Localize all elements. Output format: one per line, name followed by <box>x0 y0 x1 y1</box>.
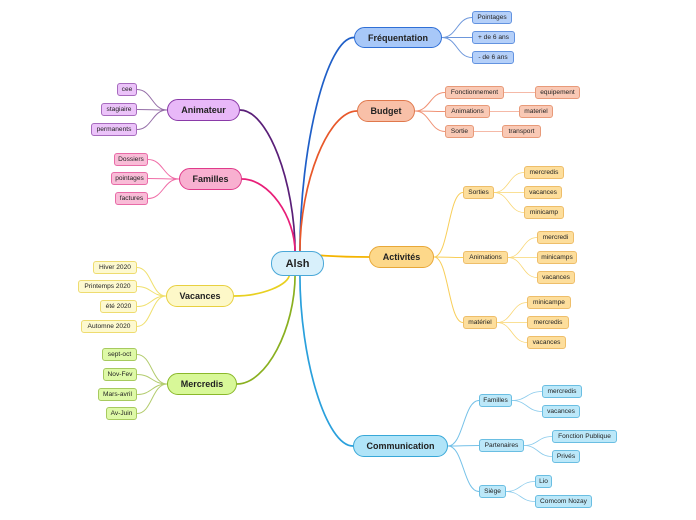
familles-item-dossiers[interactable]: Dossiers <box>114 153 148 166</box>
connector-activites-1 <box>433 256 464 258</box>
vacances-item-printemps-2020[interactable]: Printemps 2020 <box>78 280 137 293</box>
activites-sorties-item-mercredis[interactable]: mercredis <box>524 166 564 179</box>
connector-root-vacances <box>233 273 291 297</box>
communication-partenaires-item-prives[interactable]: Privés <box>552 450 580 463</box>
activites-materiel-item-minicampe[interactable]: minicampe <box>527 296 571 309</box>
activites-sorties-item-minicamp[interactable]: minicamp <box>524 206 564 219</box>
communication-siege-item-lio[interactable]: Lio <box>535 475 552 488</box>
vacances-item-ete-2020[interactable]: été 2020 <box>100 300 137 313</box>
animateur-item-permanents[interactable]: permanents <box>91 123 137 136</box>
animateur-item-stagiaire[interactable]: stagiaire <box>101 103 137 116</box>
budget-animations-item-materiel[interactable]: materiel <box>519 105 553 118</box>
branch-mercredis[interactable]: Mercredis <box>167 373 237 395</box>
connector-animateur-0 <box>136 89 168 111</box>
connector-root-frequentation <box>299 36 355 254</box>
connector-animateur-1 <box>136 109 168 111</box>
connector-mercredis-0 <box>136 354 168 385</box>
connector-budget-0 <box>414 92 446 112</box>
connector-activites-0 <box>433 192 464 258</box>
animateur-item-cee[interactable]: cee <box>117 83 137 96</box>
communication-familles-item-vacances[interactable]: vacances <box>542 405 580 418</box>
connector-communication-2-1 <box>505 491 536 502</box>
budget-fonctionnement-item-equipement[interactable]: equipement <box>535 86 580 99</box>
familles-item-factures[interactable]: factures <box>115 192 148 205</box>
vacances-item-automne-2020[interactable]: Automne 2020 <box>81 320 137 333</box>
activites-animations-item-minicamps[interactable]: minicamps <box>537 251 577 264</box>
branch-frequentation[interactable]: Fréquentation <box>354 27 442 48</box>
connector-familles-2 <box>147 178 180 199</box>
branch-activites[interactable]: Activités <box>369 246 434 268</box>
branch-vacances[interactable]: Vacances <box>166 285 234 307</box>
budget-item-animations[interactable]: Animations <box>445 105 490 118</box>
activites-materiel-item-mercredis[interactable]: mercredis <box>527 316 569 329</box>
connector-root-communication <box>299 273 354 447</box>
connector-root-familles <box>241 178 296 254</box>
budget-item-sortie[interactable]: Sortie <box>445 125 474 138</box>
connector-communication-1-0 <box>523 436 553 446</box>
activites-animations-item-vacances[interactable]: vacances <box>537 271 575 284</box>
connector-activites-2-0 <box>496 302 528 323</box>
activites-sorties-item-vacances[interactable]: vacances <box>524 186 562 199</box>
connector-root-mercredis <box>236 273 296 385</box>
connector-vacances-3 <box>136 295 167 327</box>
vacances-item-hiver-2020[interactable]: Hiver 2020 <box>93 261 137 274</box>
budget-sortie-item-transport[interactable]: transport <box>502 125 541 138</box>
connector-budget-2 <box>414 110 446 132</box>
communication-item-partenaires[interactable]: Partenaires <box>479 439 524 452</box>
mercredis-item-nov-fev[interactable]: Nov-Fev <box>103 368 137 381</box>
connector-communication-0 <box>447 400 480 447</box>
branch-animateur[interactable]: Animateur <box>167 99 240 121</box>
connector-communication-0-0 <box>511 391 543 401</box>
budget-item-fonctionnement[interactable]: Fonctionnement <box>445 86 504 99</box>
mercredis-item-sept-oct[interactable]: sept-oct <box>102 348 137 361</box>
connector-communication-2 <box>447 445 480 492</box>
activites-materiel-item-vacances[interactable]: vacances <box>527 336 566 349</box>
connector-frequentation-0 <box>441 17 473 38</box>
connector-activites-2-2 <box>496 322 528 343</box>
activites-item-animations[interactable]: Animations <box>463 251 508 264</box>
branch-familles[interactable]: Familles <box>179 168 242 190</box>
communication-partenaires-item-fonction-publique[interactable]: Fonction Publique <box>552 430 617 443</box>
connector-communication-1 <box>447 445 480 447</box>
activites-item-sorties[interactable]: Sorties <box>463 186 494 199</box>
communication-siege-item-comcom-nozay[interactable]: Comcom Nozay <box>535 495 592 508</box>
frequentation-item-de-6-ans[interactable]: + de 6 ans <box>472 31 515 44</box>
activites-animations-item-mercredi[interactable]: mercredi <box>537 231 574 244</box>
connector-vacances-0 <box>136 267 167 297</box>
connector-activites-2 <box>433 256 464 323</box>
connector-activites-0-2 <box>493 192 525 213</box>
familles-item-pointages[interactable]: pointages <box>111 172 148 185</box>
connector-activites-1-0 <box>507 237 538 258</box>
connector-mercredis-1 <box>136 374 168 385</box>
branch-budget[interactable]: Budget <box>357 100 415 122</box>
connector-communication-1-1 <box>523 445 553 457</box>
activites-item-materiel[interactable]: matériel <box>463 316 497 329</box>
communication-familles-item-mercredis[interactable]: mercredis <box>542 385 582 398</box>
connector-root-animateur <box>239 109 296 254</box>
connector-communication-0-1 <box>511 400 543 412</box>
root-node[interactable]: Alsh <box>271 251 324 276</box>
connector-familles-1 <box>147 178 180 180</box>
communication-item-familles[interactable]: Familles <box>479 394 512 407</box>
connector-vacances-1 <box>136 286 167 297</box>
connector-root-budget <box>299 110 358 254</box>
connector-communication-2-0 <box>505 481 536 492</box>
connector-frequentation-2 <box>441 37 473 58</box>
mercredis-item-av-juin[interactable]: Av-Juin <box>106 407 137 420</box>
connector-activites-0-0 <box>493 172 525 193</box>
branch-communication[interactable]: Communication <box>353 435 448 457</box>
frequentation-item-pointages[interactable]: Pointages <box>472 11 512 24</box>
communication-item-siege[interactable]: Siège <box>479 485 506 498</box>
frequentation-item-de-6-ans[interactable]: - de 6 ans <box>472 51 514 64</box>
connector-familles-0 <box>147 159 180 180</box>
connector-activites-1-2 <box>507 257 538 278</box>
connector-animateur-2 <box>136 109 168 130</box>
connector-mercredis-3 <box>136 383 168 414</box>
mercredis-item-mars-avril[interactable]: Mars-avril <box>98 388 137 401</box>
